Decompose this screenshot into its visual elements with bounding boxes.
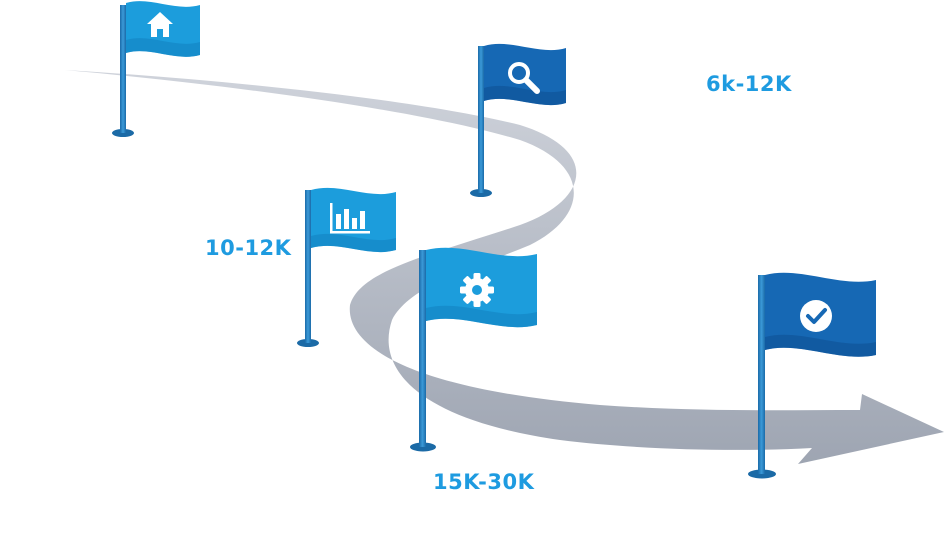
flag-pole bbox=[419, 250, 426, 447]
home-icon bbox=[147, 12, 173, 37]
flag-home bbox=[112, 1, 200, 137]
bar-chart-icon bbox=[330, 203, 370, 234]
salary-label-10-12k: 10-12K bbox=[205, 236, 292, 260]
salary-label-15k-30k: 15K-30K bbox=[433, 470, 535, 494]
road-body bbox=[65, 70, 944, 464]
flag-pole bbox=[305, 190, 311, 343]
flag-cloth-shade bbox=[426, 305, 537, 328]
flag-pole bbox=[120, 5, 126, 133]
flag-search bbox=[470, 43, 566, 197]
flag-pole bbox=[478, 46, 484, 193]
flag-cloth-shade bbox=[126, 38, 200, 57]
check-circle-icon bbox=[800, 300, 832, 332]
flag-chart bbox=[297, 187, 396, 347]
flag-pole bbox=[758, 275, 765, 474]
flag-settings bbox=[410, 247, 537, 452]
flag-cloth-shade bbox=[765, 334, 876, 357]
flag-cloth-shade bbox=[311, 233, 396, 253]
flag-cloth-shade bbox=[484, 85, 566, 106]
gear-icon bbox=[460, 273, 494, 307]
salary-label-6k-12k: 6k-12K bbox=[706, 72, 792, 96]
search-icon bbox=[508, 62, 540, 94]
winding-road bbox=[65, 70, 944, 464]
flag-complete bbox=[748, 272, 876, 479]
